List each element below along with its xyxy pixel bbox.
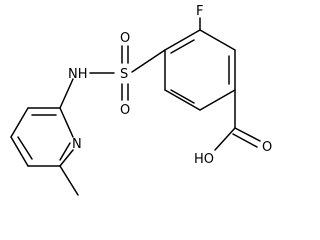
carboxyl-group bbox=[214, 89, 261, 151]
pyridine-ring bbox=[10, 78, 79, 196]
structure-canvas: F S O O NH N O HO bbox=[10, 4, 272, 196]
oxygen-top-label: O bbox=[120, 31, 130, 46]
benzene-ring bbox=[164, 29, 236, 111]
oxygen-bottom-label: O bbox=[120, 103, 130, 118]
pyridine-n-label: N bbox=[72, 137, 82, 152]
fluorine-label: F bbox=[196, 4, 203, 19]
hydroxyl-label: HO bbox=[194, 152, 214, 167]
molecule-drawing: F S O O NH N O HO bbox=[10, 4, 272, 196]
amine-label: NH bbox=[68, 67, 88, 82]
sulfonyl-group bbox=[89, 45, 166, 101]
carboxyl-o-label: O bbox=[262, 140, 272, 155]
sulfur-label: S bbox=[120, 67, 128, 82]
